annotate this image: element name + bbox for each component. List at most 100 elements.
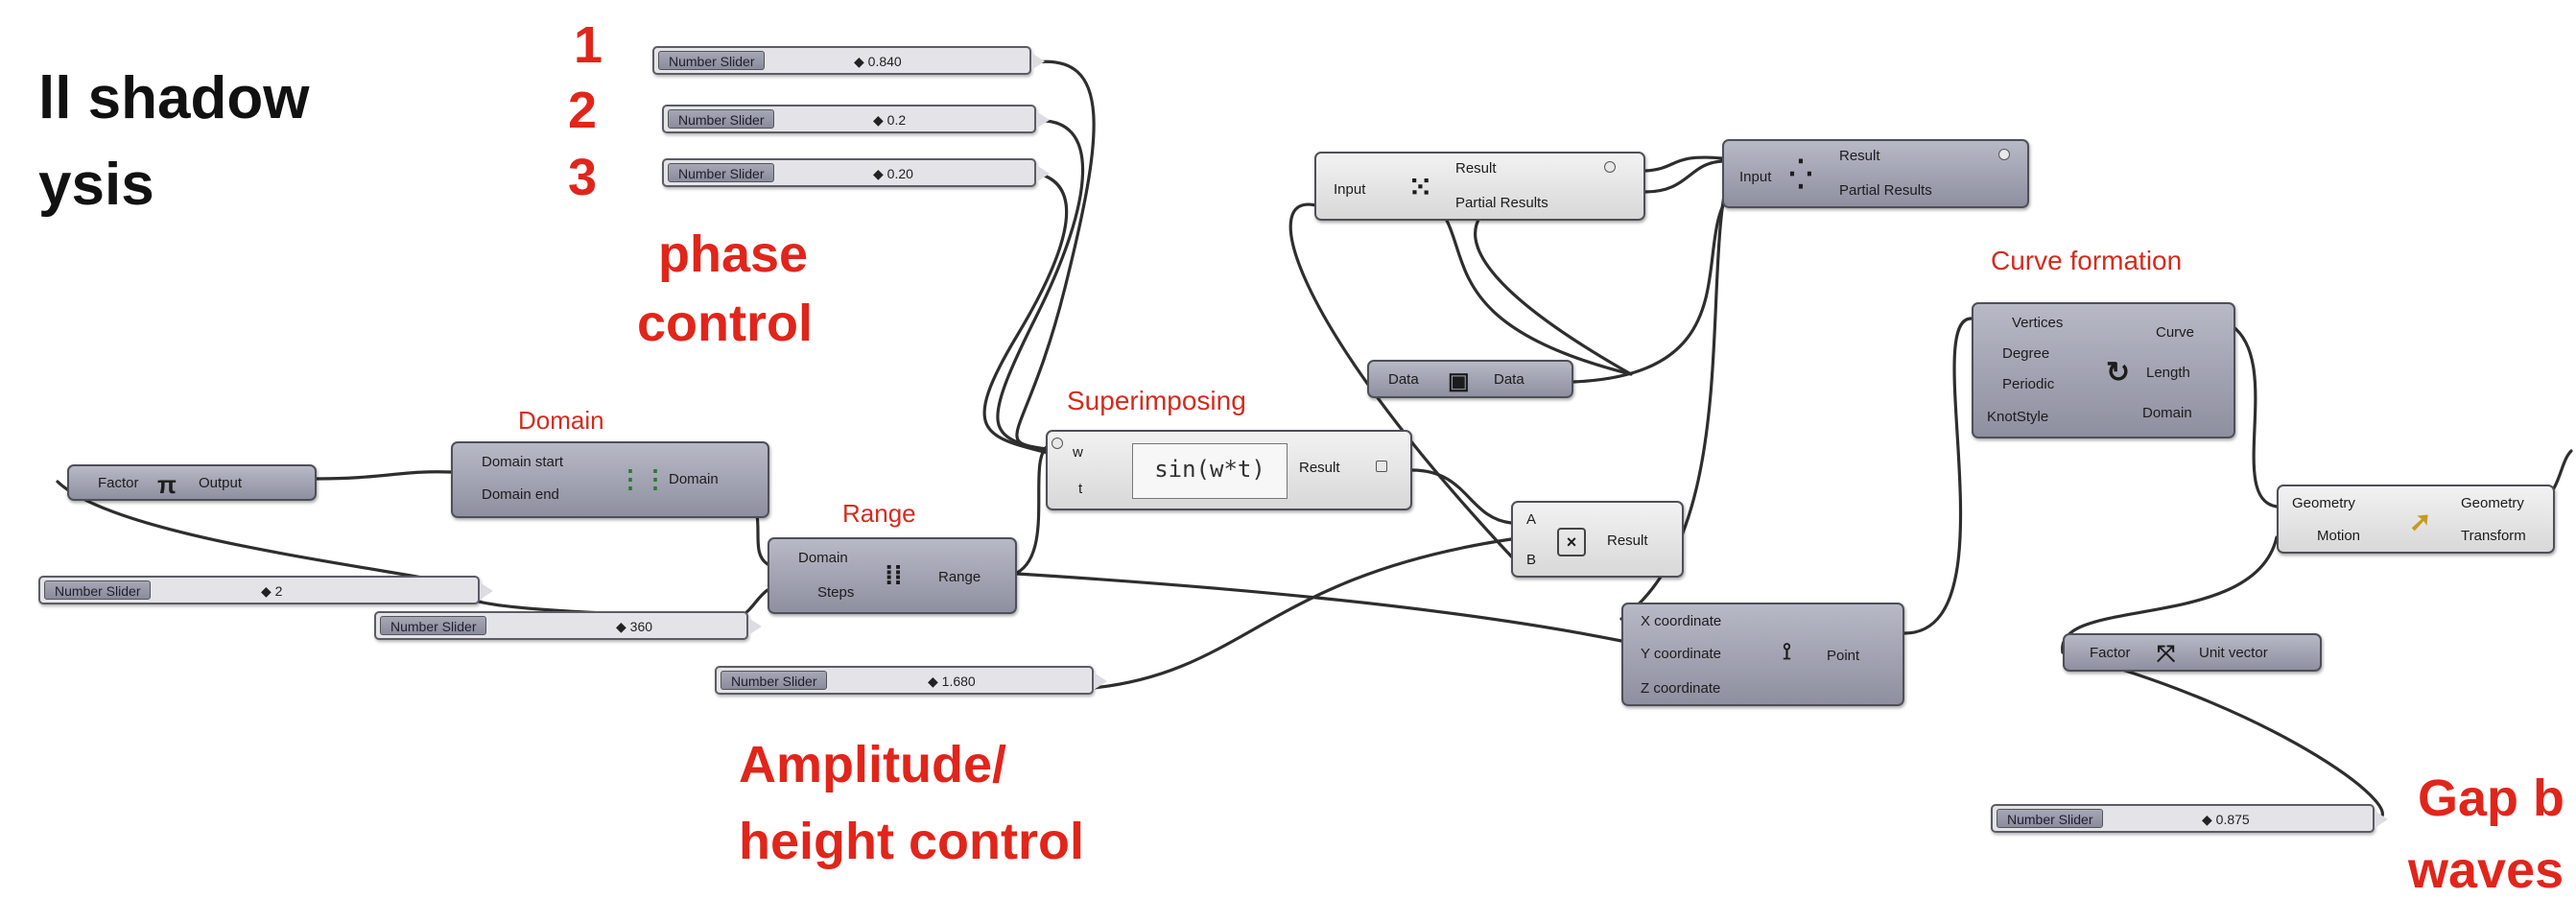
transform-output[interactable]: Transform [2461,528,2526,544]
domain-end-input[interactable]: Domain end [482,486,559,503]
number-slider-5[interactable]: Number Slider ◆ 360 [374,611,762,640]
wire [1902,317,1973,635]
superimposing-annotation: Superimposing [1067,386,1246,415]
point-icon: ⟟ [1783,639,1791,665]
pi-icon: π [157,470,177,499]
number-slider-6[interactable]: Number Slider ◆ 1.680 [715,666,1107,695]
number-slider-2[interactable]: Number Slider ◆ 0.2 [662,105,1050,133]
unit-vector-output[interactable]: Unit vector [2199,645,2268,661]
number-slider-3[interactable]: Number Slider ◆ 0.20 [662,158,1050,187]
mass-input[interactable]: Input [1334,181,1366,198]
output-grip[interactable] [748,618,762,635]
mass-addition-component-2[interactable]: Input ⁛ Result Partial Results [1722,139,2029,208]
height-control-label: height control [739,813,1084,870]
degree-input[interactable]: Degree [2002,345,2050,362]
unit-vector-icon: ⤧ [2157,641,2176,667]
slider-value[interactable]: ◆ 2 [261,583,283,599]
pi-component[interactable]: Factor π Output [67,464,317,501]
output-grip[interactable] [2375,811,2388,828]
y-coordinate-input[interactable]: Y coordinate [1641,646,1721,662]
motion-input[interactable]: Motion [2317,528,2361,544]
amplitude-label: Amplitude/ [739,736,1006,793]
knotstyle-input[interactable]: KnotStyle [1987,409,2049,425]
slider-value[interactable]: ◆ 0.20 [873,166,913,181]
slider-value[interactable]: ◆ 360 [616,619,653,634]
factor-input[interactable]: Factor [2090,645,2131,661]
move-icon: ➚ [2409,507,2432,536]
periodic-input[interactable]: Periodic [2002,376,2055,392]
output-grip[interactable] [1036,111,1050,129]
zui-handle[interactable] [1052,438,1063,449]
curve-domain-output[interactable]: Domain [2142,405,2192,421]
output-port[interactable]: Output [199,475,243,491]
domain-start-input[interactable]: Domain start [482,454,564,470]
point-output[interactable]: Point [1827,648,1860,664]
slider-value[interactable]: ◆ 0.840 [854,54,902,69]
mass-addition-component-1[interactable]: Input ⁙ Result Partial Results [1314,152,1645,221]
multiply-icon: × [1557,528,1586,556]
zui-handle[interactable] [1604,161,1616,173]
data-component[interactable]: Data ▣ Data [1367,360,1573,398]
curve-icon: ↻ [2106,357,2131,389]
output-grip[interactable] [1094,673,1107,690]
result-output[interactable]: Result [1455,160,1497,177]
slider-value[interactable]: ◆ 0.2 [873,112,907,128]
range-domain-input[interactable]: Domain [798,550,848,566]
slider-value[interactable]: ◆ 1.680 [928,674,976,689]
partial-results-output[interactable]: Partial Results [1455,195,1548,211]
range-steps-input[interactable]: Steps [817,584,855,601]
slider-value[interactable]: ◆ 0.875 [2202,812,2250,827]
geometry-input[interactable]: Geometry [2292,495,2355,511]
wire [1643,155,1724,173]
unit-vector-component[interactable]: Factor ⤧ Unit vector [2063,633,2322,672]
wire [1410,468,1513,525]
data-output[interactable]: Data [1494,371,1524,388]
result-output[interactable]: Result [1839,148,1880,164]
a-input[interactable]: A [1526,511,1537,528]
construct-domain-component[interactable]: Domain start Domain end ⋮⋮ Domain [451,441,769,518]
slider-label: Number Slider [1997,809,2104,828]
vertices-input[interactable]: Vertices [2012,315,2064,331]
curve-formation-annotation: Curve formation [1991,246,2183,275]
range-component[interactable]: Domain Steps ⁞⁞ Range [768,537,1017,614]
factor-input[interactable]: Factor [98,475,139,491]
output-grip[interactable] [480,582,493,600]
number-slider-7[interactable]: Number Slider ◆ 0.875 [1991,804,2388,833]
mass-input[interactable]: Input [1739,169,1772,185]
multiplication-component[interactable]: A B × Result [1511,501,1684,578]
b-input[interactable]: B [1526,552,1537,568]
range-output[interactable]: Range [938,569,981,585]
number-slider-4[interactable]: Number Slider ◆ 2 [38,576,493,604]
x-coordinate-input[interactable]: X coordinate [1641,613,1722,629]
zui-handle[interactable] [1376,461,1387,472]
t-input[interactable]: t [1078,481,1083,497]
wire [1015,59,1096,451]
slider-label: Number Slider [721,671,828,690]
output-grip[interactable] [1031,53,1045,70]
expression-text[interactable]: sin(w*t) [1132,443,1288,499]
domain-output[interactable]: Domain [669,471,719,487]
range-icon: ⁞⁞ [885,560,903,590]
curve-output[interactable]: Curve [2156,324,2195,341]
expression-result-output[interactable]: Result [1299,460,1340,476]
multiply-result-output[interactable]: Result [1607,532,1648,549]
data-input[interactable]: Data [1388,371,1419,388]
zui-handle[interactable] [1998,149,2010,160]
partial-results-output[interactable]: Partial Results [1839,182,1932,199]
geometry-output[interactable]: Geometry [2461,495,2524,511]
expression-component[interactable]: w t sin(w*t) Result [1046,430,1412,510]
move-component[interactable]: Geometry Motion ➚ Geometry Transform [2277,485,2555,554]
w-input[interactable]: w [1073,444,1083,461]
output-grip[interactable] [1036,165,1050,182]
wire [1015,572,1623,643]
title-line-2: ysis [38,152,154,218]
slider-label: Number Slider [658,51,766,70]
z-coordinate-input[interactable]: Z coordinate [1641,680,1721,697]
construct-point-component[interactable]: X coordinate Y coordinate Z coordinate ⟟… [1621,603,1904,706]
gap-label: Gap b [2418,769,2565,827]
nurbs-curve-component[interactable]: Vertices Degree Periodic KnotStyle ↻ Cur… [1972,302,2235,438]
title-line-1: ll shadow [38,65,310,131]
length-output[interactable]: Length [2146,365,2190,381]
number-slider-1[interactable]: Number Slider ◆ 0.840 [652,46,1045,75]
